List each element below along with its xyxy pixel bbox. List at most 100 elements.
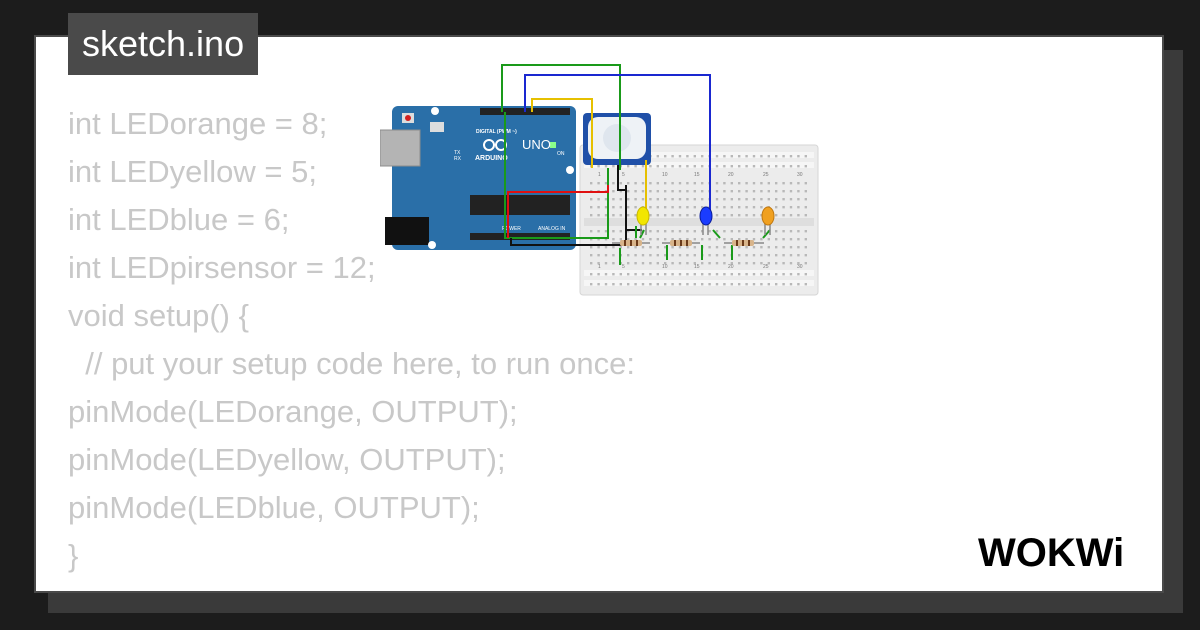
breadboard-hole (775, 262, 778, 265)
breadboard-hole (789, 246, 793, 249)
breadboard-hole (760, 262, 763, 265)
breadboard-hole (723, 198, 726, 201)
breadboard-hole (738, 262, 741, 265)
breadboard-hole (656, 165, 659, 168)
breadboard-hole (619, 238, 622, 241)
breadboard-hole (752, 214, 756, 217)
breadboard-hole (649, 273, 652, 276)
breadboard-hole (641, 198, 645, 201)
breadboard-hole (752, 165, 756, 168)
breadboard-hole (634, 165, 637, 168)
power-jack (385, 217, 429, 245)
breadboard-hole (715, 206, 719, 209)
breadboard-hole (789, 155, 793, 158)
breadboard-hole (723, 155, 726, 158)
breadboard-hole (671, 254, 674, 257)
breadboard-hole (671, 273, 674, 276)
breadboard-hole (752, 182, 756, 185)
breadboard-hole (752, 206, 756, 209)
breadboard-hole (634, 214, 637, 217)
breadboard-hole (723, 254, 726, 257)
on-label: ON (557, 151, 565, 157)
breadboard-hole (804, 182, 807, 185)
breadboard-hole (671, 182, 674, 185)
breadboard-hole (634, 206, 637, 209)
breadboard-hole (797, 190, 800, 193)
breadboard-hole (612, 246, 615, 249)
bb-num: 25 (763, 264, 769, 270)
breadboard-hole (752, 283, 756, 286)
breadboard-hole (797, 262, 800, 265)
breadboard-hole (789, 190, 793, 193)
led-blue-icon (699, 206, 713, 235)
breadboard-hole (782, 165, 785, 168)
breadboard-hole (760, 155, 763, 158)
breadboard-hole (767, 165, 770, 168)
breadboard-hole (693, 254, 696, 257)
usb-port (380, 129, 421, 167)
breadboard-hole (715, 254, 719, 257)
breadboard-hole (701, 155, 704, 158)
breadboard-hole (664, 262, 667, 265)
breadboard-hole (775, 230, 778, 233)
breadboard-hole (656, 246, 659, 249)
breadboard-hole (612, 238, 615, 241)
breadboard-hole (590, 283, 593, 286)
breadboard-hole (723, 238, 726, 241)
breadboard-hole (767, 273, 770, 276)
breadboard-hole (767, 198, 770, 201)
tx-label: TX (454, 150, 461, 156)
breadboard-hole (634, 198, 637, 201)
reset-button-icon (405, 115, 411, 121)
breadboard-hole (678, 155, 682, 158)
breadboard-hole (686, 214, 689, 217)
breadboard-hole (775, 238, 778, 241)
breadboard-hole (804, 246, 807, 249)
breadboard-hole (686, 165, 689, 168)
breadboard-hole (789, 262, 793, 265)
breadboard-hole (715, 246, 719, 249)
breadboard-hole (775, 206, 778, 209)
breadboard-hole (597, 273, 600, 276)
breadboard-hole (723, 230, 726, 233)
breadboard-hole (604, 246, 608, 249)
breadboard-hole (723, 283, 726, 286)
breadboard-hole (708, 254, 711, 257)
breadboard-hole (775, 273, 778, 276)
breadboard-hole (649, 198, 652, 201)
code-preview: int LEDorange = 8; int LEDyellow = 5; in… (68, 100, 635, 580)
bb-num: 1 (598, 264, 601, 270)
breadboard-hole (671, 165, 674, 168)
breadboard-hole (649, 206, 652, 209)
breadboard-hole (664, 198, 667, 201)
breadboard-hole (760, 165, 763, 168)
breadboard-hole (590, 214, 593, 217)
breadboard-hole (678, 246, 682, 249)
breadboard-hole (664, 246, 667, 249)
breadboard-hole (752, 246, 756, 249)
breadboard-hole (664, 182, 667, 185)
breadboard-hole (730, 273, 733, 276)
breadboard-hole (656, 155, 659, 158)
logo-text: WOKWi (978, 531, 1124, 575)
breadboard-hole (715, 165, 719, 168)
code-line: int LEDpirsensor = 12; (68, 250, 376, 285)
breadboard-hole (789, 206, 793, 209)
bb-num: 20 (728, 264, 734, 270)
breadboard-hole (730, 165, 733, 168)
wires (501, 64, 771, 265)
breadboard-hole (641, 165, 645, 168)
breadboard-hole (671, 283, 674, 286)
breadboard-hole (797, 254, 800, 257)
breadboard-hole (730, 262, 733, 265)
breadboard-hole (730, 198, 733, 201)
breadboard-hole (619, 182, 622, 185)
breadboard-hole (782, 155, 785, 158)
breadboard-hole (745, 238, 748, 241)
board-name: UNO (522, 137, 551, 152)
breadboard-hole (745, 273, 748, 276)
breadboard-hole (590, 206, 593, 209)
breadboard-hole (745, 214, 748, 217)
breadboard-hole (634, 273, 637, 276)
breadboard-hole (604, 283, 608, 286)
